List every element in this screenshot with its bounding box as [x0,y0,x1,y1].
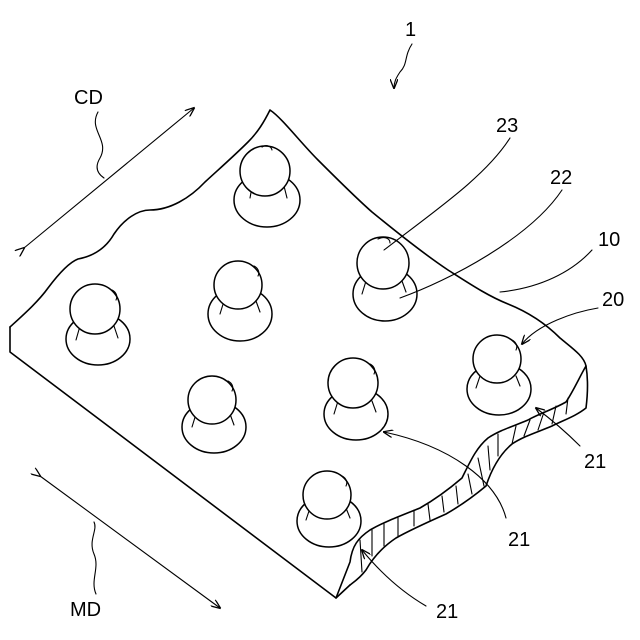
leader-21-right [536,408,580,446]
reference-label-21-bottom: 21 [436,601,458,623]
md-label: MD [70,599,101,621]
bump-1 [234,146,300,227]
bump-5 [182,376,246,453]
bump-8 [297,471,361,547]
leader-21-bottom [362,550,426,606]
bump-4 [66,284,130,365]
leader-10 [500,250,592,292]
reference-label-21-middle: 21 [508,529,530,551]
reference-label-20: 20 [602,289,624,311]
bump-3 [208,261,272,341]
cd-direction-arrow [24,108,194,248]
cd-label: CD [74,87,103,109]
leader-1 [394,44,412,88]
md-direction-arrow [40,476,220,608]
bump-7 [467,335,531,415]
leader-21-middle [384,432,506,518]
reference-label-10: 10 [598,229,620,251]
bump-6 [324,358,388,440]
reference-label-21-right: 21 [584,451,606,473]
cut-face-hatching [360,398,568,572]
leader-22 [400,190,562,298]
reference-label-23: 23 [496,115,518,137]
reference-label-22: 22 [550,167,572,189]
reference-label-1: 1 [405,19,416,41]
leader-23 [384,138,510,250]
sheet-front-edge [10,327,350,598]
